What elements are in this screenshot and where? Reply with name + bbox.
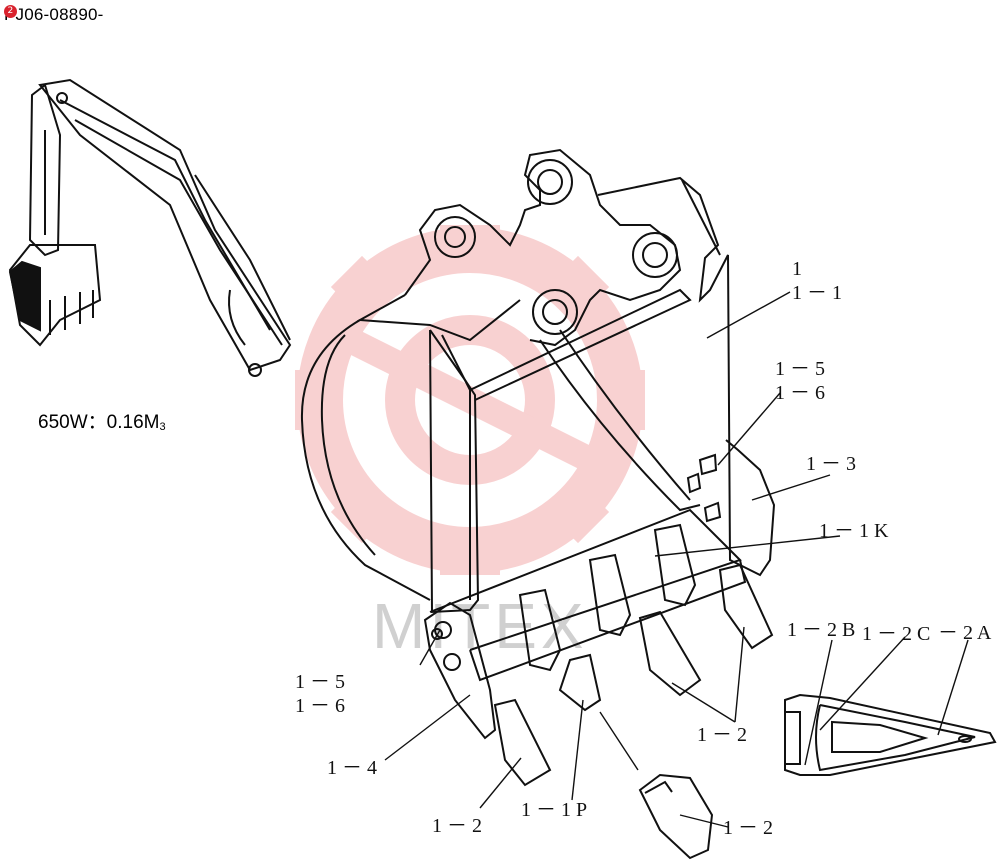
label-1-6-top: 1 － 6 <box>775 382 825 404</box>
caption-separator: ： <box>87 412 107 433</box>
part-code: PJ06-08890- <box>4 5 104 24</box>
label-1-4: 1 － 4 <box>327 757 377 779</box>
label-1-1: 1 － 1 <box>792 282 842 304</box>
label-1-1p: 1 － 1 P <box>521 799 587 821</box>
label-1-2-tooth: 1 － 2 <box>723 817 773 839</box>
label-1-3: 1 － 3 <box>806 453 856 475</box>
excavator-arm-thumbnail <box>8 78 292 377</box>
label-2a: － 2 A <box>938 622 992 644</box>
label-1-2b: 1 － 2 B <box>787 619 855 641</box>
label-1-5-top: 1 － 5 <box>775 358 825 380</box>
model-name: 650W <box>38 412 88 433</box>
bucket-assembly <box>300 148 997 860</box>
badge-icon: 2 <box>4 5 17 18</box>
capacity-caption: 650W：0.16M3 <box>38 407 166 434</box>
label-1-6-bottom: 1 － 6 <box>295 695 345 717</box>
capacity-unit-sub: 3 <box>159 421 166 433</box>
leader-lines <box>384 291 969 828</box>
label-1-1k: 1 － 1 K <box>819 520 889 542</box>
label-1-5-bottom: 1 － 5 <box>295 671 345 693</box>
label-1-2-bottom: 1 － 2 <box>432 815 482 837</box>
label-1-2-right: 1 － 2 <box>697 724 747 746</box>
label-1: 1 <box>792 258 802 280</box>
label-1-2c: 1 － 2 C <box>862 623 930 645</box>
capacity-value: 0.16M <box>106 412 160 433</box>
part-labels: 1 1 － 1 1 － 5 1 － 6 1 － 3 1 － 1 K 1 － 2 … <box>295 258 992 839</box>
